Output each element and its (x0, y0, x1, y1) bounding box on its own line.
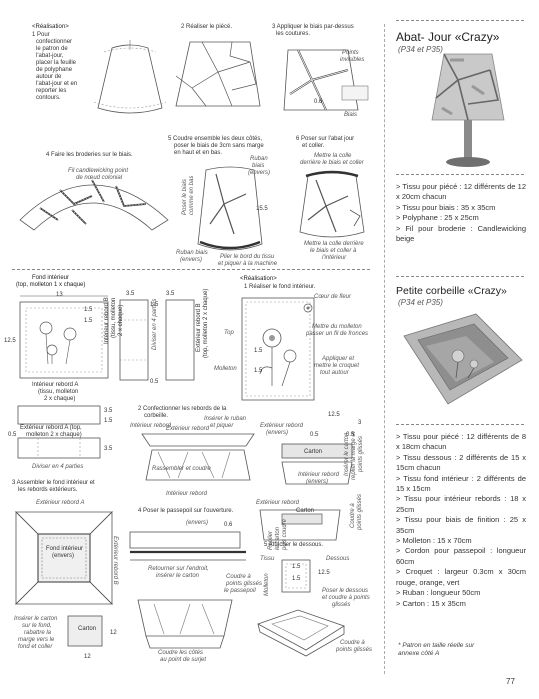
lamp-photo (431, 53, 505, 167)
embroidered-band-figure (19, 179, 169, 231)
supply-item: > Tissu pour piécé : 12 différents de 12… (396, 182, 526, 202)
patchwork-piece-figure (175, 41, 261, 107)
right-rule-4 (396, 424, 524, 425)
column-divider (384, 24, 385, 674)
corbeille-pages: (P34 et P35) (398, 298, 443, 307)
right-rule-2 (396, 174, 524, 175)
flower-heart-icon (303, 303, 313, 313)
basket-step4-text: 4 Poser le passepoil sur l'ouverture. (138, 508, 234, 514)
basket-step1-text: 1 Réaliser le fond intérieur. (244, 284, 316, 290)
supply-item: > Tissu pour biais : 35 x 35cm (396, 202, 496, 212)
fond-applique-figure (241, 297, 315, 401)
dessous-pattern-figure (281, 559, 311, 593)
rebord-a-pattern-figure (17, 405, 101, 459)
supply-item: > Ruban : longueur 50cm (396, 588, 481, 598)
finished-rebord-figure (137, 599, 233, 649)
supply-item: > Tissu pour piécé : 12 différents de 8 … (396, 432, 526, 452)
supply-item: > Tissu pour biais de finition : 25 x 35… (396, 515, 526, 535)
pattern-note: * Patron en taille réelle sur annexe côt… (398, 642, 475, 657)
step2-text: 2 Réaliser le piécé. (181, 24, 233, 30)
rebord-b-pattern-figure (119, 299, 195, 381)
step4-text: 4 Faire les broderies sur le biais. (46, 152, 133, 158)
basket-step5-text: 5 Attacher le dessous. (264, 542, 324, 548)
supply-item: > Carton : 15 x 35cm (396, 598, 466, 608)
corbeille-supplies: > Tissu pour piécé : 12 différents de 8 … (396, 432, 526, 609)
finished-basket-figure (257, 609, 345, 657)
lampshade-shape-figure (93, 40, 167, 114)
supply-item: > Cordon pour passepoil : longueur 60cm (396, 546, 526, 566)
carton-insert-figure (281, 443, 353, 485)
abat-jour-title: Abat- Jour «Crazy» (396, 30, 500, 44)
right-rule-1 (396, 20, 524, 21)
page-number: 77 (506, 677, 515, 686)
abat-jour-supplies: > Tissu pour piécé : 12 différents de 12… (396, 182, 526, 244)
fond-pattern-figure (19, 295, 109, 379)
supply-item: > Tissu fond intérieur : 2 différents de… (396, 473, 526, 494)
basket-assembly-figure (15, 511, 113, 605)
passepoil-figure (129, 531, 246, 561)
carton-rebord-figure (259, 509, 341, 541)
supply-item: > Molleton : 15 x 70cm (396, 536, 472, 546)
supply-item: > Croquet : largeur 0.3cm x 30cm rouge, … (396, 567, 526, 587)
corbeille-title: Petite corbeille «Crazy» (396, 285, 507, 297)
sewn-shade-figure (197, 166, 263, 251)
bias-applied-figure (283, 49, 369, 111)
supply-item: > Fil pour broderie : Candlewicking beig… (396, 223, 526, 244)
carton-square-figure (67, 615, 103, 647)
supply-item: > Polyphane : 25 x 25cm (396, 213, 479, 223)
abat-jour-pages: (P34 et P35) (398, 45, 443, 54)
realisation-heading: <Réalisation> (32, 24, 69, 30)
section-divider (12, 269, 370, 270)
basket-realisation-heading: <Réalisation> (240, 276, 277, 282)
right-rule-3 (396, 276, 524, 277)
basket-photo (403, 313, 523, 405)
glued-shade-figure (299, 170, 365, 238)
rebord-assembly-figure (141, 433, 255, 481)
supply-item: > Tissu dessous : 2 différents de 15 x 1… (396, 452, 526, 473)
supply-item: > Tissu pour intérieur rebords : 18 x 25… (396, 494, 526, 514)
